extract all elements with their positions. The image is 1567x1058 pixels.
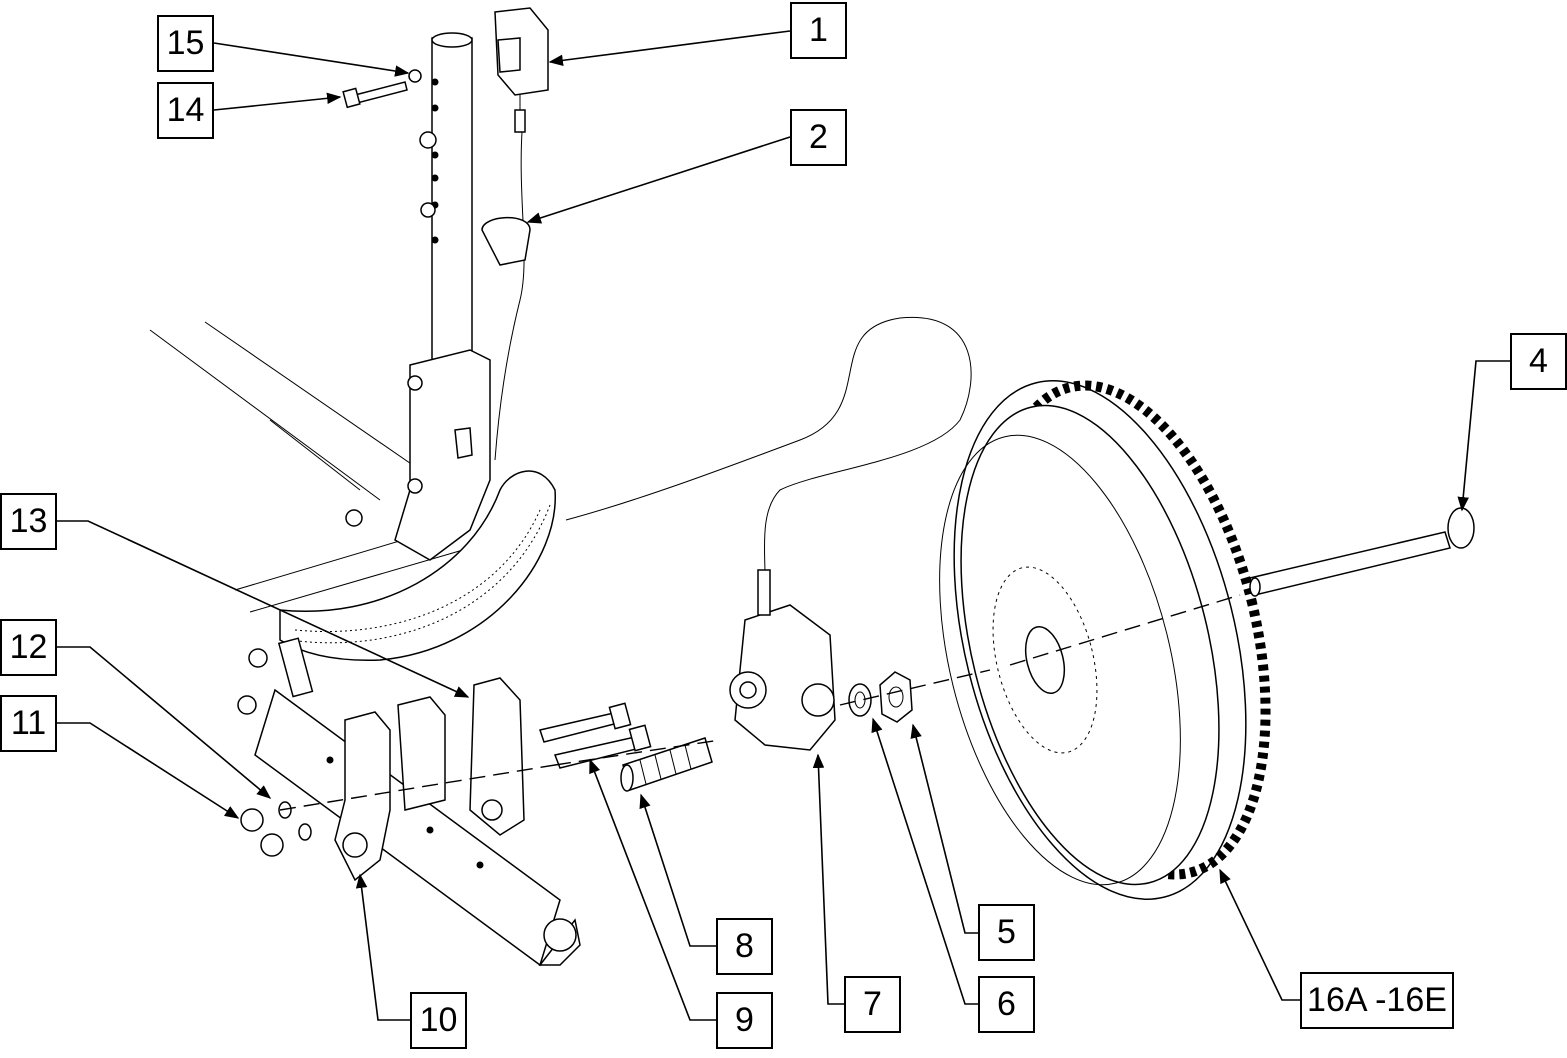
callout-2: 2 [790, 109, 847, 166]
leader-lines [57, 30, 1510, 1021]
cable [494, 131, 972, 576]
assembly-centerline [279, 594, 1241, 811]
callout-15: 15 [157, 15, 214, 72]
mount-bracket [345, 349, 491, 561]
callout-13: 13 [0, 493, 57, 550]
washer-part-15 [408, 69, 422, 83]
callout-10: 10 [410, 992, 467, 1049]
wheel-part-16 [939, 380, 1271, 900]
axle-part-4 [1249, 507, 1475, 597]
callout-9: 9 [716, 992, 773, 1049]
callout-4: 4 [1510, 333, 1567, 390]
washer-part-6 [848, 683, 872, 717]
callout-11: 11 [0, 695, 57, 752]
brake-switch-part-1 [494, 7, 549, 133]
brake-caliper-part-7 [729, 569, 836, 751]
screw-part-14 [342, 81, 408, 109]
curved-rack [279, 470, 556, 662]
callout-7: 7 [844, 976, 901, 1033]
cable-clip-part-2 [481, 216, 531, 266]
nuts-washers [240, 801, 312, 857]
callout-1: 1 [790, 2, 847, 59]
bolts-part-9 [539, 702, 652, 769]
callout-14: 14 [157, 82, 214, 139]
callout-6: 6 [978, 976, 1035, 1033]
callout-5: 5 [978, 904, 1035, 961]
callout-12: 12 [0, 619, 57, 676]
callout-16a-16e: 16A -16E [1300, 972, 1454, 1029]
nut-part-5 [879, 671, 913, 723]
callout-8: 8 [716, 918, 773, 975]
crossbar [237, 637, 314, 715]
